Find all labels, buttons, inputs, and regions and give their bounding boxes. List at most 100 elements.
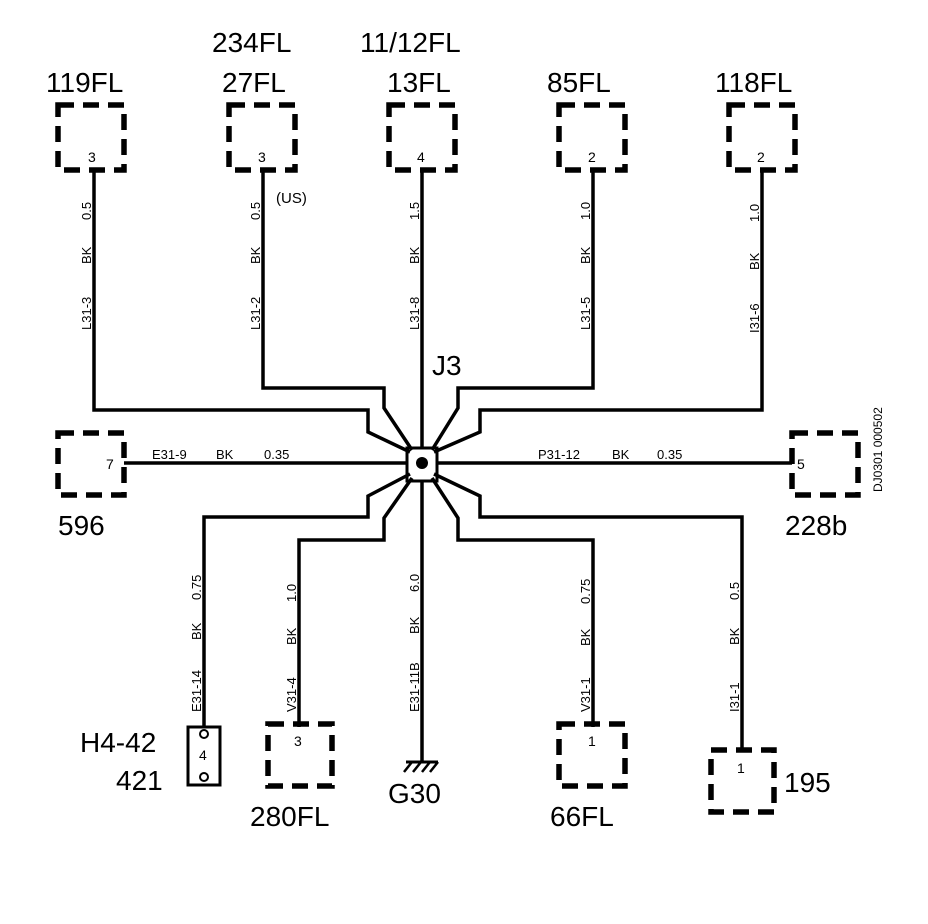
pin-number: 2	[757, 149, 765, 165]
pin-number: 1	[737, 760, 745, 776]
wire-id: L31-8	[407, 297, 422, 330]
wire-color: BK	[407, 246, 422, 264]
connector-label: 596	[58, 510, 105, 541]
wire-size: 1.0	[284, 584, 299, 602]
connector-280fl: 3 280FL	[250, 721, 335, 832]
pin-number: 4	[417, 149, 425, 165]
wire-size: 1.0	[747, 204, 762, 222]
wire-id: I31-6	[747, 303, 762, 333]
wire-size: 0.5	[79, 202, 94, 220]
connector-h4-42: 4 H4-42 421	[80, 725, 222, 796]
pin-number: 7	[106, 456, 114, 472]
connector-label: 27FL	[222, 67, 286, 98]
connector-label: 13FL	[387, 67, 451, 98]
wire-color: BK	[189, 622, 204, 640]
wire-size: 0.75	[189, 575, 204, 600]
connector-label-top: 234FL	[212, 27, 291, 58]
splice-node	[416, 457, 428, 469]
wire-280fl	[297, 476, 414, 727]
connector-label: 421	[116, 765, 163, 796]
connector-label: 195	[784, 767, 831, 798]
connector-27fl: 3 234FL 27FL (US)	[212, 27, 307, 207]
wire-66fl	[430, 477, 595, 727]
connector-box	[789, 430, 861, 498]
wire-color: BK	[407, 616, 422, 634]
wire-id: L31-5	[578, 297, 593, 330]
wire-118fl	[433, 170, 764, 454]
splice-label: J3	[432, 350, 462, 381]
connector-label-top: 11/12FL	[360, 27, 461, 58]
connector-label: 228b	[785, 510, 847, 541]
ground-label: G30	[388, 778, 441, 809]
wire-color: BK	[747, 252, 762, 270]
connector-box	[556, 102, 628, 173]
wire-color: BK	[284, 627, 299, 645]
connector-box	[226, 102, 298, 173]
wire-color: BK	[216, 447, 234, 462]
terminal-bottom	[199, 772, 209, 782]
connector-box	[55, 430, 127, 498]
terminal-top	[199, 729, 209, 739]
connector-596: 7 596	[55, 430, 127, 541]
wire-195	[433, 472, 744, 750]
pin-number: 3	[88, 149, 96, 165]
splice-j3: J3	[405, 350, 462, 483]
wire-color: BK	[79, 246, 94, 264]
connector-box	[265, 721, 335, 789]
connector-label: 119FL	[46, 67, 123, 98]
pin-number: 3	[294, 733, 302, 749]
wire-h4	[202, 472, 411, 727]
wire-119fl	[92, 170, 411, 454]
wire-size: 1.0	[578, 202, 593, 220]
ground-g30: G30	[388, 760, 441, 809]
region-note: (US)	[276, 190, 307, 207]
ground-hatch	[403, 761, 413, 773]
connector-box	[708, 747, 777, 815]
ground-hatch	[412, 761, 422, 773]
wire-id: E31-11B	[407, 662, 422, 712]
wire-color: BK	[248, 246, 263, 264]
wires	[92, 170, 792, 762]
connector-label-top: H4-42	[80, 727, 156, 758]
ground-hatch	[429, 761, 439, 773]
wire-id: E31-14	[189, 670, 204, 712]
connector-box	[726, 102, 798, 173]
document-reference: DJ0301 000502	[871, 407, 885, 492]
wire-color: BK	[727, 627, 742, 645]
connector-118fl: 2 118FL	[715, 67, 798, 173]
connector-label: 85FL	[547, 67, 611, 98]
wire-size: 0.75	[578, 579, 593, 604]
pin-number: 5	[797, 456, 805, 472]
wire-id: V31-4	[284, 677, 299, 712]
pin-number: 1	[588, 733, 596, 749]
wire-size: 0.35	[264, 447, 289, 462]
wire-27fl	[261, 170, 414, 451]
wire-size: 1.5	[407, 202, 422, 220]
connector-195: 1 195	[708, 747, 831, 815]
pin-number: 2	[588, 149, 596, 165]
wire-size: 0.5	[727, 582, 742, 600]
connector-box	[386, 102, 458, 173]
connector-66fl: 1 66FL	[550, 721, 628, 832]
connector-228b: 5 228b	[785, 430, 861, 541]
wire-id: V31-1	[578, 677, 593, 712]
connector-85fl: 2 85FL	[547, 67, 628, 173]
wire-color: BK	[578, 246, 593, 264]
connector-13fl: 4 11/12FL 13FL	[360, 27, 461, 173]
wire-85fl	[430, 170, 595, 451]
wire-id: L31-3	[79, 297, 94, 330]
connector-label: 66FL	[550, 801, 614, 832]
wire-id: I31-1	[727, 682, 742, 712]
ground-hatch	[421, 761, 431, 773]
connector-119fl: 3 119FL	[46, 67, 127, 173]
wire-size: 0.35	[657, 447, 682, 462]
connector-box	[55, 102, 127, 173]
pin-number: 3	[258, 149, 266, 165]
pin-number: 4	[199, 747, 207, 763]
connector-box	[556, 721, 628, 789]
wire-color: BK	[612, 447, 630, 462]
wire-size: 6.0	[407, 574, 422, 592]
connector-label: 280FL	[250, 801, 329, 832]
